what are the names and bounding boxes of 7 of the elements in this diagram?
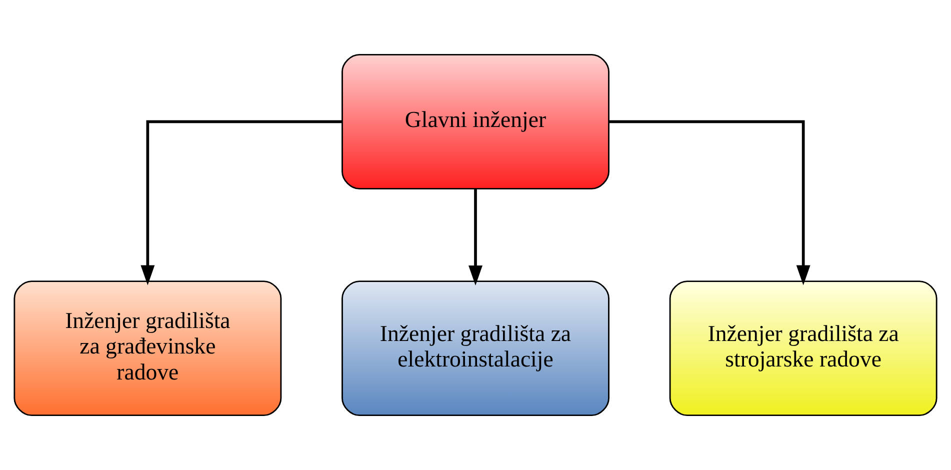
arrow bbox=[140, 120, 342, 286]
arrow bbox=[468, 189, 482, 286]
node-box: Inženjer gradilišta za strojarske radove bbox=[669, 280, 938, 416]
arrow bbox=[608, 120, 810, 286]
node-box: Inženjer gradilišta za elektroinstalacije bbox=[342, 280, 610, 416]
node-box: Glavni inženjer bbox=[342, 54, 610, 190]
node-box: Inženjer gradilišta za građevinske radove bbox=[14, 280, 282, 416]
